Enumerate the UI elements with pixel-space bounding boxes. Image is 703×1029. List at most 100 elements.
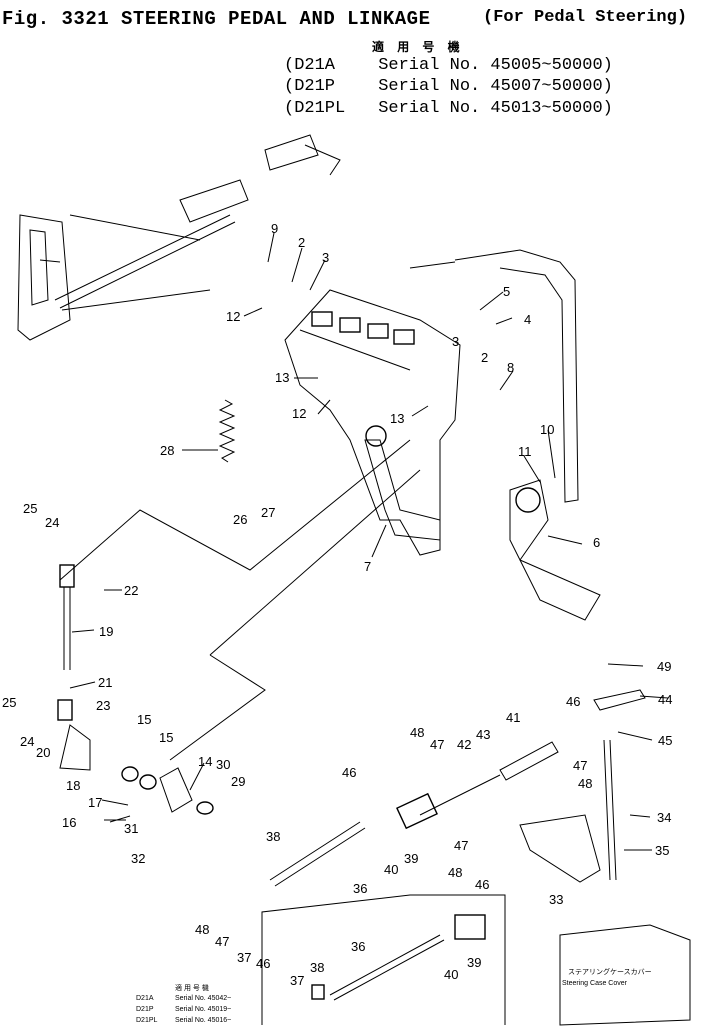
callout-label: 12 — [292, 406, 306, 421]
callout-label: 22 — [124, 583, 138, 598]
title-note-text: For Pedal Steering — [493, 8, 677, 27]
callout-labels: 2 2 3 3 4 5 6 7 8 9 10 11 12 12 13 13 14… — [2, 221, 672, 988]
callout-label: 40 — [444, 967, 458, 982]
callout-label: 32 — [131, 851, 145, 866]
cylinder-linkage — [269, 741, 559, 887]
callout-label: 15 — [159, 730, 173, 745]
callout-label: 3 — [452, 334, 459, 349]
callout-label: 25 — [2, 695, 16, 710]
inset-box — [261, 894, 506, 1025]
callout-label: 14 — [198, 754, 212, 769]
link-wire — [169, 654, 266, 761]
callout-label: 23 — [96, 698, 110, 713]
callout-label: 19 — [99, 624, 113, 639]
callout-label: 16 — [62, 815, 76, 830]
figure-title: Fig. 3321 STEERING PEDAL AND LINKAGE — [2, 8, 431, 30]
callout-label: 8 — [507, 360, 514, 375]
vertical-rod — [59, 564, 75, 670]
bracket-slot — [393, 329, 415, 345]
callout-label: 46 — [566, 694, 580, 709]
callout-label: 4 — [524, 312, 531, 327]
cover-label-en: Steering Case Cover — [562, 980, 628, 987]
callout-label: 48 — [410, 725, 424, 740]
callout-label: 36 — [351, 939, 365, 954]
callout-label: 48 — [448, 865, 462, 880]
callout-label: 36 — [353, 881, 367, 896]
serial-range: Serial No. 45005~50000 — [378, 56, 603, 75]
callout-label: 43 — [476, 727, 490, 742]
callout-label: 46 — [342, 765, 356, 780]
callout-label: 41 — [506, 710, 520, 725]
callout-label: 24 — [20, 734, 34, 749]
pedal-bracket — [284, 289, 461, 556]
callout-label: 42 — [457, 737, 471, 752]
callout-label: 10 — [540, 422, 554, 437]
callout-label: 47 — [215, 934, 229, 949]
callout-label: 46 — [256, 956, 270, 971]
callout-label: 7 — [364, 559, 371, 574]
pedal-arm-left — [364, 439, 441, 541]
serial-model: D21PL — [294, 99, 346, 118]
callout-label: 49 — [657, 659, 671, 674]
inset-serial-legend: 適 用 号 機 D21A Serial No. 45042~ D21P Seri… — [136, 983, 231, 1024]
callout-label: 47 — [454, 838, 468, 853]
bracket-slot — [339, 317, 361, 333]
pivot-boss — [365, 425, 387, 447]
callout-label: 31 — [124, 821, 138, 836]
callout-label: 2 — [481, 350, 488, 365]
bracket-slot — [367, 323, 389, 339]
callout-label: 26 — [233, 512, 247, 527]
callout-label: 39 — [467, 955, 481, 970]
callout-label: 37 — [237, 950, 251, 965]
callout-label: 48 — [195, 922, 209, 937]
serial-model: D21A — [294, 56, 336, 75]
callout-label: 9 — [271, 221, 278, 236]
leader-lines — [69, 232, 669, 851]
inset-serial-range: Serial No. 45016~ — [175, 1017, 231, 1024]
callout-label: 13 — [390, 411, 404, 426]
callout-label: 6 — [593, 535, 600, 550]
callout-label: 2 — [298, 235, 305, 250]
callout-label: 33 — [549, 892, 563, 907]
callout-label: 44 — [658, 692, 672, 707]
figure-title-note: (For Pedal Steering) — [483, 8, 688, 27]
callout-label: 25 — [23, 501, 37, 516]
callout-label: 46 — [475, 877, 489, 892]
callout-label: 45 — [658, 733, 672, 748]
callout-label: 37 — [290, 973, 304, 988]
steering-case-cover — [559, 924, 691, 1026]
callout-label: 29 — [231, 774, 245, 789]
inset-serial-model: D21A — [136, 995, 154, 1002]
link-wire — [59, 439, 411, 581]
pedal-arm-right — [509, 479, 601, 621]
callout-label: 35 — [655, 843, 669, 858]
callout-label: 17 — [88, 795, 102, 810]
inset-serial-range: Serial No. 45042~ — [175, 995, 231, 1002]
serial-range: Serial No. 45013~50000 — [378, 99, 603, 118]
inset-serial-model: D21PL — [136, 1017, 158, 1024]
callout-label: 27 — [261, 505, 275, 520]
inset-serial-range: Serial No. 45019~ — [175, 1006, 231, 1013]
bracket-slot — [311, 311, 333, 327]
lower-lever-assembly — [57, 699, 214, 823]
callout-label: 48 — [578, 776, 592, 791]
cover-label-jp: ステアリングケースカバー — [568, 967, 652, 976]
callout-label: 24 — [45, 515, 59, 530]
return-spring — [218, 399, 236, 463]
inset-applicable-heading: 適 用 号 機 — [175, 983, 209, 992]
callout-label: 28 — [160, 443, 174, 458]
callout-label: 12 — [226, 309, 240, 324]
callout-label: 47 — [573, 758, 587, 773]
callout-label: 38 — [266, 829, 280, 844]
callout-label: 21 — [98, 675, 112, 690]
callout-label: 47 — [430, 737, 444, 752]
callout-label: 3 — [322, 250, 329, 265]
callout-label: 5 — [503, 284, 510, 299]
lower-right-bracket — [519, 689, 646, 883]
serial-model: D21P — [294, 77, 336, 96]
callout-label: 38 — [310, 960, 324, 975]
callout-label: 40 — [384, 862, 398, 877]
